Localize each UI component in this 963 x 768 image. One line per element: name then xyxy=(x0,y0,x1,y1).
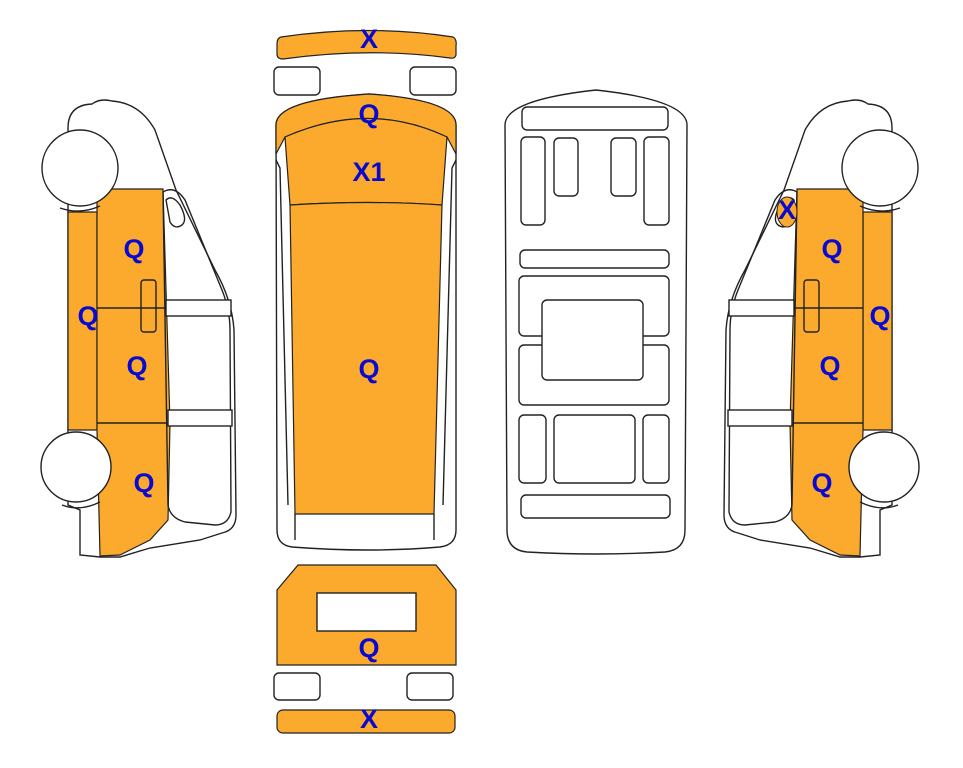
rear-bumper xyxy=(276,709,456,734)
left-side-view: Q Q Q Q xyxy=(40,99,237,558)
headlight-left xyxy=(273,66,321,96)
damage-label: Q xyxy=(358,354,379,384)
damage-label: Q xyxy=(358,633,379,663)
damage-area xyxy=(776,196,798,228)
damage-label: Q xyxy=(819,351,840,381)
rear-window xyxy=(316,592,417,632)
damage-label: Q xyxy=(133,468,154,498)
damage-label: Q xyxy=(77,301,98,331)
headlight-right xyxy=(409,66,457,96)
damage-label: Q xyxy=(821,234,842,264)
damage-label: X xyxy=(360,704,378,734)
roof xyxy=(289,201,443,515)
damage-label: X xyxy=(360,24,378,54)
top-view: X Q X1 Q xyxy=(273,24,457,551)
underside-view xyxy=(504,89,688,555)
rear-view: Q X xyxy=(273,564,457,734)
taillight-right xyxy=(406,672,454,701)
front-bumper xyxy=(276,29,457,60)
damage-label: Q xyxy=(811,468,832,498)
taillight-left xyxy=(273,672,321,701)
damage-label: Q xyxy=(869,301,890,331)
damage-label: Q xyxy=(123,234,144,264)
damage-label: Q xyxy=(358,99,379,129)
damage-label: X1 xyxy=(352,157,385,187)
damage-label: X xyxy=(778,195,796,225)
damage-label: Q xyxy=(126,351,147,381)
right-side-view: X Q Q Q Q xyxy=(723,99,920,558)
